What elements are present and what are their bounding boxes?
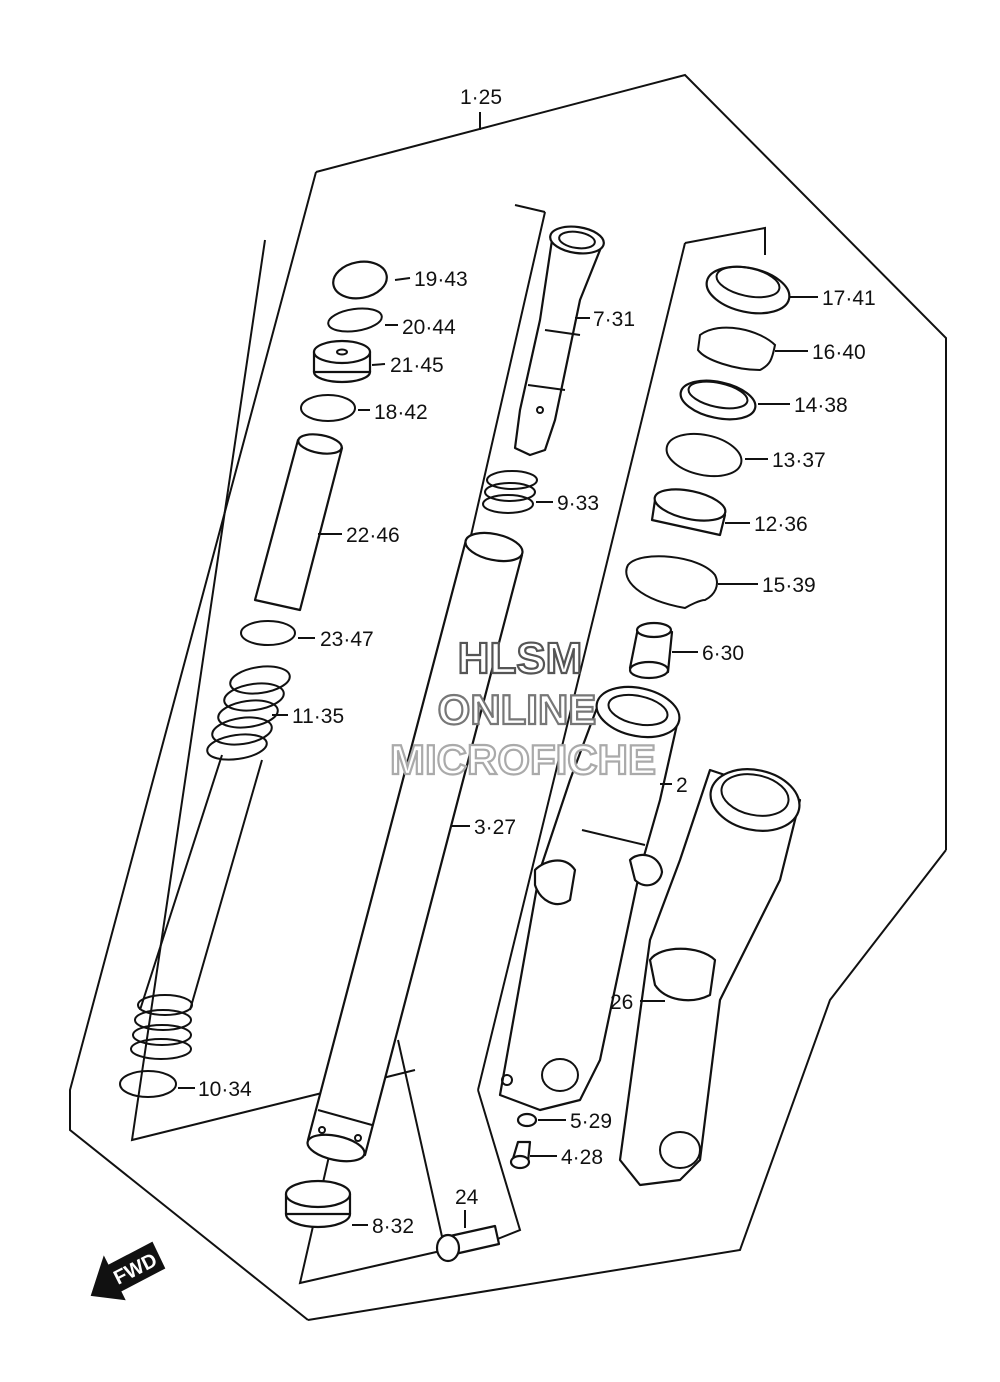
label-p13: 13·37 <box>772 449 826 472</box>
label-p23: 23·47 <box>320 628 374 651</box>
part-oil-lock-piece <box>628 621 674 680</box>
fwd-arrow: FWD <box>90 1241 166 1301</box>
part-rebound-spring <box>482 470 538 514</box>
part-guide-bushing <box>284 1179 352 1229</box>
label-p10: 10·34 <box>198 1078 252 1101</box>
label-p15: 15·39 <box>762 574 816 597</box>
part-wire-ring <box>625 555 718 610</box>
part-oil-seal <box>679 379 757 421</box>
part-outer-tube-alt <box>618 768 802 1187</box>
part-outer-tube <box>498 685 681 1112</box>
label-p21: 21·45 <box>390 354 444 377</box>
part-spring-upper <box>206 665 291 761</box>
label-p9: 9·33 <box>557 492 599 515</box>
part-labels: 1·25 19·43 20·44 21·45 18·42 22·46 23·47… <box>198 86 876 1238</box>
part-spring-body <box>139 754 263 1011</box>
watermark-line2: ONLINE <box>438 686 597 733</box>
label-p3: 3·27 <box>474 816 516 839</box>
label-p17: 17·41 <box>822 287 876 310</box>
part-cap <box>332 260 388 300</box>
watermark: HLSM ONLINE MICROFICHE <box>389 633 657 784</box>
label-p6: 6·30 <box>702 642 744 665</box>
label-p5: 5·29 <box>570 1110 612 1133</box>
label-p20: 20·44 <box>402 316 456 339</box>
part-fork-cap-bolt <box>312 339 372 384</box>
part-washer-small <box>516 1112 538 1128</box>
part-inner-tube <box>306 531 524 1163</box>
part-o-ring <box>300 394 356 422</box>
right-group-frame <box>477 226 766 1241</box>
label-p16: 16·40 <box>812 341 866 364</box>
part-washer <box>240 620 296 646</box>
part-stopper-ring <box>696 326 777 372</box>
label-p24: 24 <box>455 1186 479 1209</box>
label-p2: 2 <box>676 774 688 797</box>
label-p22: 22·46 <box>346 524 400 547</box>
part-damper-rod <box>513 225 605 457</box>
label-p11: 11·35 <box>292 705 344 728</box>
label-p26: 26 <box>610 991 633 1014</box>
part-bolt <box>435 1224 501 1263</box>
label-assembly: 1·25 <box>460 86 502 109</box>
label-p4: 4·28 <box>561 1146 603 1169</box>
leader-lines <box>178 277 818 1228</box>
watermark-line1: HLSM <box>458 634 583 683</box>
part-drain-bolt <box>509 1140 532 1170</box>
part-dust-seal <box>705 265 791 315</box>
label-p14: 14·38 <box>794 394 848 417</box>
assembly-frame <box>69 73 947 1321</box>
label-p8: 8·32 <box>372 1215 414 1238</box>
part-snap-ring <box>327 307 383 333</box>
label-p19: 19·43 <box>414 268 468 291</box>
watermark-line3: MICROFICHE <box>390 736 656 783</box>
label-p12: 12·36 <box>754 513 808 536</box>
part-seal-washer <box>665 432 743 478</box>
part-bottom-ring <box>119 1070 177 1098</box>
label-p18: 18·42 <box>374 401 428 424</box>
part-spacer-tube <box>253 433 344 612</box>
label-p7: 7·31 <box>593 308 635 331</box>
part-slide-bushing <box>650 488 727 537</box>
part-spring-lower <box>130 994 193 1060</box>
